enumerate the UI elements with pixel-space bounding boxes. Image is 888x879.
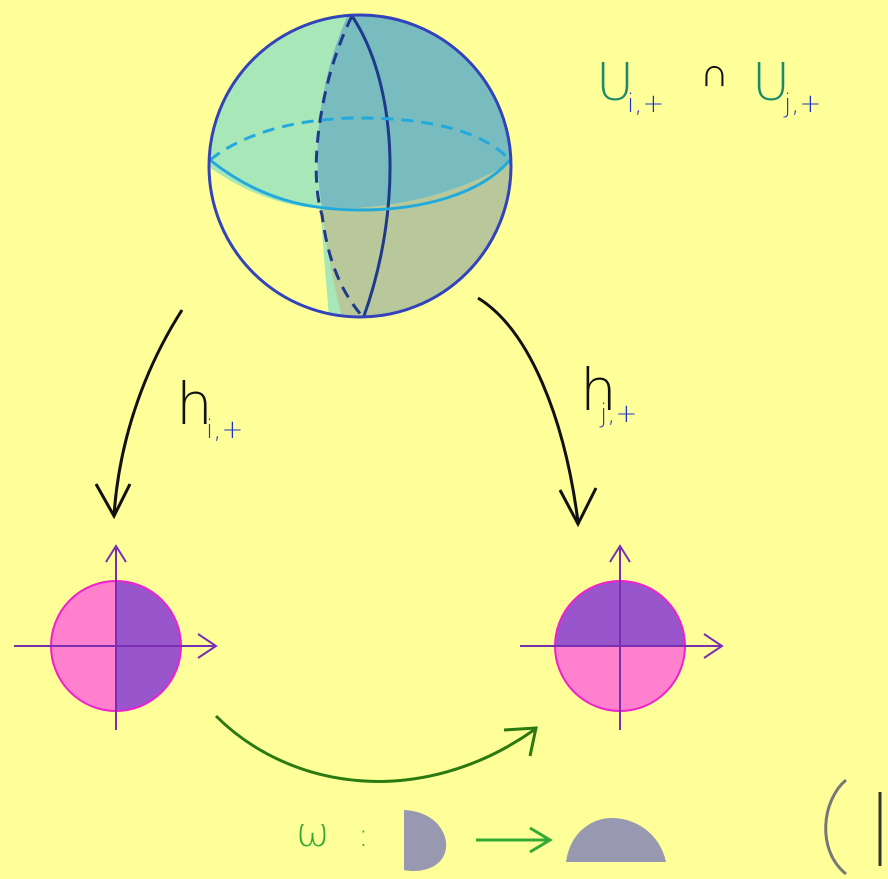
equator-back bbox=[209, 116, 512, 162]
sphere bbox=[207, 13, 513, 319]
right-map-arrow: h j,+ bbox=[477, 296, 637, 528]
transition-arrowhead bbox=[503, 726, 538, 757]
cap-symbol: ∩ bbox=[700, 50, 729, 96]
right-map-main: h bbox=[580, 356, 617, 424]
left-map-sub: i,+ bbox=[206, 415, 243, 445]
omega-row: ω : bbox=[296, 810, 666, 872]
front-meridian bbox=[350, 15, 392, 317]
right-arrow-curve bbox=[477, 296, 580, 523]
u-j-sub: j,+ bbox=[783, 89, 821, 119]
u-i-main: U bbox=[596, 53, 634, 113]
omega-symbol: ω bbox=[296, 810, 330, 856]
open-paren bbox=[824, 778, 847, 876]
right-arrowhead bbox=[558, 487, 598, 528]
right-half-disk-shape bbox=[404, 810, 447, 872]
right-map-sub: j,+ bbox=[599, 399, 637, 429]
transition-arrow-curve bbox=[214, 714, 535, 783]
intersection-label: U i,+ ∩ U j,+ bbox=[596, 50, 821, 119]
left-y-arrowhead bbox=[105, 544, 127, 563]
left-arrow-curve bbox=[112, 309, 184, 516]
left-map-arrow: h i,+ bbox=[94, 309, 243, 520]
u-j-main: U bbox=[752, 53, 790, 113]
omega-colon: : bbox=[358, 816, 369, 854]
bottom-right-annotation: ( I bbox=[824, 778, 882, 876]
right-x-arrowhead bbox=[703, 633, 724, 659]
right-disk bbox=[520, 544, 724, 730]
left-arrowhead bbox=[94, 483, 132, 520]
map-arrowhead bbox=[529, 826, 553, 854]
left-map-main: h bbox=[176, 370, 213, 438]
left-disk bbox=[14, 544, 218, 730]
equator-front bbox=[209, 158, 512, 212]
left-x-arrowhead bbox=[197, 633, 218, 659]
right-y-arrowhead bbox=[609, 544, 631, 563]
sphere-outline bbox=[207, 13, 513, 319]
u-i-sub: i,+ bbox=[627, 89, 664, 119]
transition-arrow bbox=[214, 714, 538, 783]
top-half-disk-shape bbox=[566, 818, 666, 862]
